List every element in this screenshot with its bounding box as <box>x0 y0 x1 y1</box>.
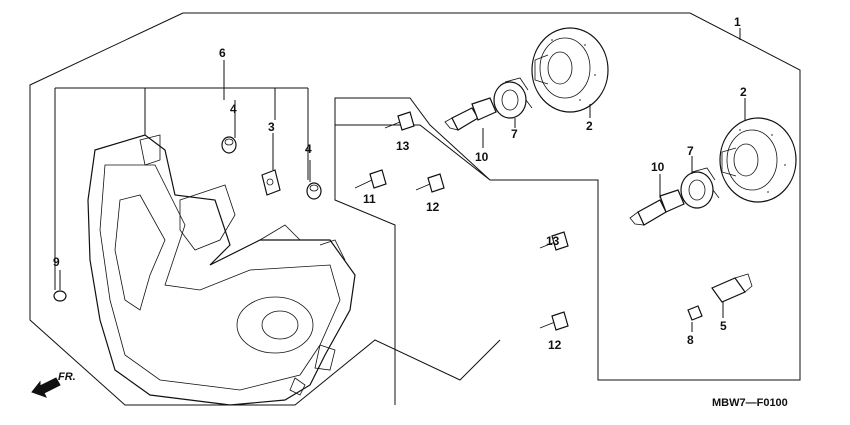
front-label: FR. <box>58 371 76 383</box>
rubber-mount-4a <box>221 136 237 154</box>
leader-lines <box>59 28 746 332</box>
screw-13-upper <box>384 111 415 131</box>
callout-2-upper: 2 <box>586 119 593 133</box>
diagram-code: MBW7—F0100 <box>712 397 788 409</box>
position-socket-5 <box>711 273 753 303</box>
bulb-cover-upper <box>531 27 609 113</box>
assembly-outline-inner <box>334 98 396 405</box>
part6-bracket <box>54 60 309 290</box>
bulb-cover-lower <box>719 117 797 203</box>
callout-1: 1 <box>734 15 741 29</box>
callout-9: 9 <box>53 255 60 269</box>
callout-4-lower: 4 <box>305 142 312 156</box>
callout-13-lower: 13 <box>546 234 560 248</box>
screw-13-lower <box>539 231 569 251</box>
position-bulb-8 <box>687 305 703 321</box>
grommet-9 <box>53 290 67 302</box>
callout-12-lower: 12 <box>548 338 562 352</box>
callout-5: 5 <box>720 319 727 333</box>
callout-8: 8 <box>687 333 694 347</box>
rubber-mount-4b <box>306 182 322 200</box>
screw-12-lower <box>539 311 569 331</box>
bulb-upper <box>444 97 497 131</box>
callout-6: 6 <box>219 46 226 60</box>
callout-2-lower: 2 <box>740 85 747 99</box>
callout-7-lower: 7 <box>687 144 694 158</box>
callout-11: 11 <box>363 192 376 206</box>
bulb-lower <box>629 189 685 226</box>
socket-upper <box>493 77 533 119</box>
callout-7-upper: 7 <box>511 127 518 141</box>
callout-4-upper: 4 <box>230 102 237 116</box>
headlight-housing <box>87 134 356 406</box>
front-direction-arrow: FR. <box>31 371 76 398</box>
callout-10-upper: 10 <box>475 150 489 164</box>
arrow-icon <box>31 377 61 398</box>
screw-11 <box>354 169 387 189</box>
callout-3: 3 <box>268 120 275 134</box>
screw-12-upper <box>415 173 445 193</box>
adjuster-nut-3 <box>261 169 281 196</box>
callout-10-lower: 10 <box>651 160 665 174</box>
callout-12-upper: 12 <box>426 200 440 214</box>
socket-lower <box>680 167 720 209</box>
callout-13-upper: 13 <box>396 139 410 153</box>
assembly-outline <box>29 12 801 406</box>
